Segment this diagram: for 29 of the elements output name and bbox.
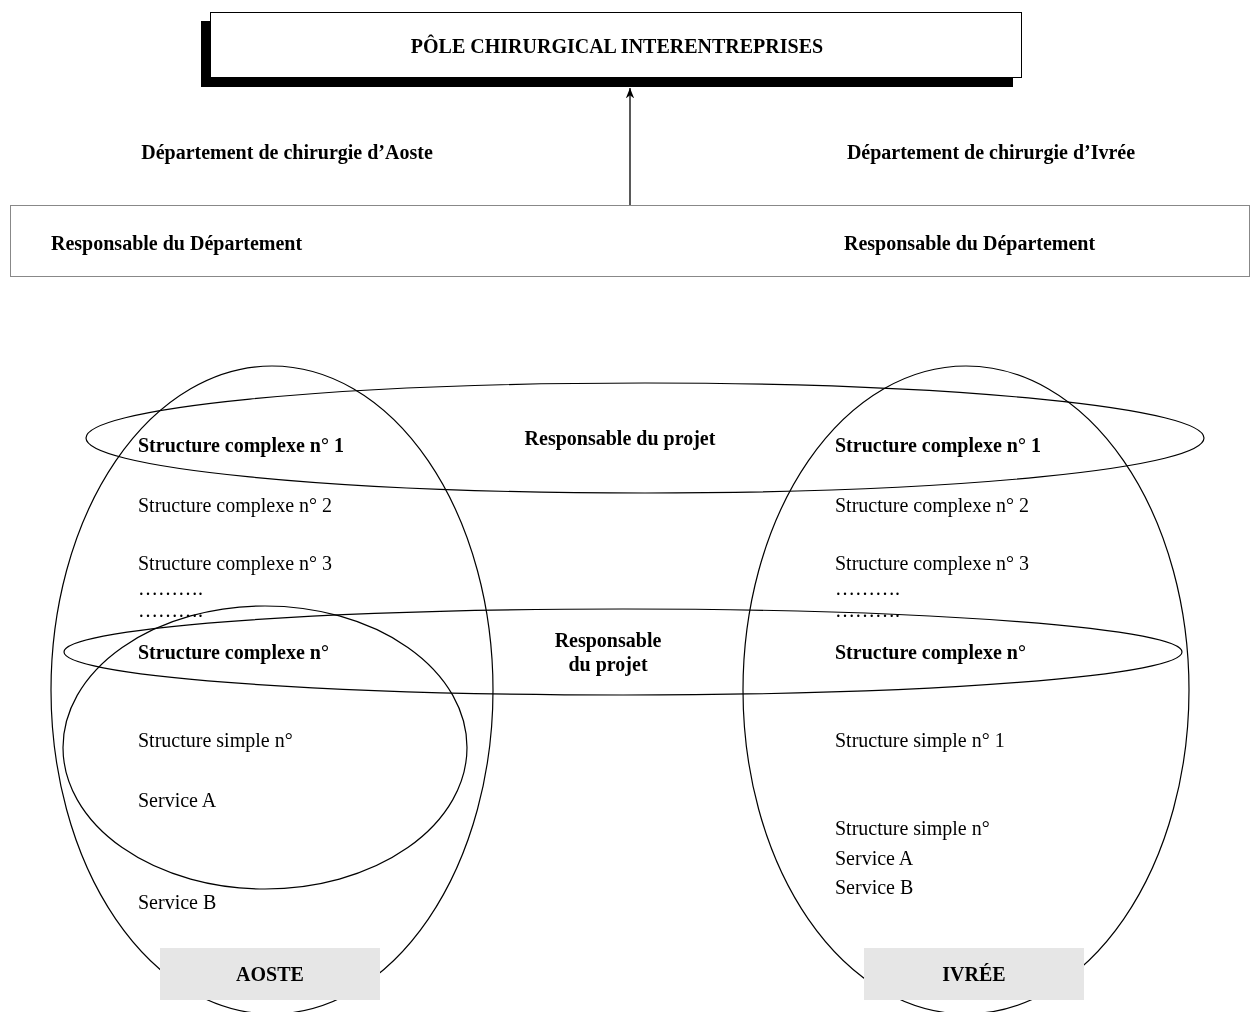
structure-label: Structure complexe n° 3: [835, 551, 1030, 575]
service-label: Service A: [835, 846, 914, 870]
service-label: Service B: [138, 890, 217, 914]
structure-label: Structure simple n° 1: [835, 728, 1005, 752]
department-lead-label: Responsable du Département: [844, 231, 1096, 255]
title-text: PÔLE CHIRURGICAL INTERENTREPRISES: [409, 34, 825, 58]
structure-label: Structure complexe n° 2: [138, 493, 333, 517]
structure-label: Structure complexe n° 3: [138, 551, 333, 575]
service-label: Service A: [138, 788, 217, 812]
site-name: IVRÉE: [941, 962, 1007, 986]
structure-label: Structure simple n°: [835, 816, 990, 840]
ellipsis-dots: ……….: [835, 576, 900, 600]
ellipsis-dots: ……….: [138, 576, 203, 600]
department-band: [10, 205, 1250, 277]
project-lead-label: Responsable du projet: [553, 628, 663, 676]
structure-label: Structure complexe n° 1: [138, 433, 344, 457]
structure-label: Structure complexe n°: [138, 640, 329, 664]
ellipsis-dots: ……….: [138, 598, 203, 622]
structure-label: Structure simple n°: [138, 728, 293, 752]
site-name: AOSTE: [235, 962, 305, 986]
ellipsis-dots: ……….: [835, 598, 900, 622]
structure-label: Structure complexe n°: [835, 640, 1026, 664]
structure-label: Structure complexe n° 2: [835, 493, 1030, 517]
department-lead-label: Responsable du Département: [51, 231, 303, 255]
department-heading: Département de chirurgie d’Aoste: [140, 140, 434, 164]
structure-label: Structure complexe n° 1: [835, 433, 1041, 457]
project-lead-label: Responsable du projet: [523, 426, 717, 450]
department-heading: Département de chirurgie d’Ivrée: [845, 140, 1137, 164]
service-label: Service B: [835, 875, 914, 899]
